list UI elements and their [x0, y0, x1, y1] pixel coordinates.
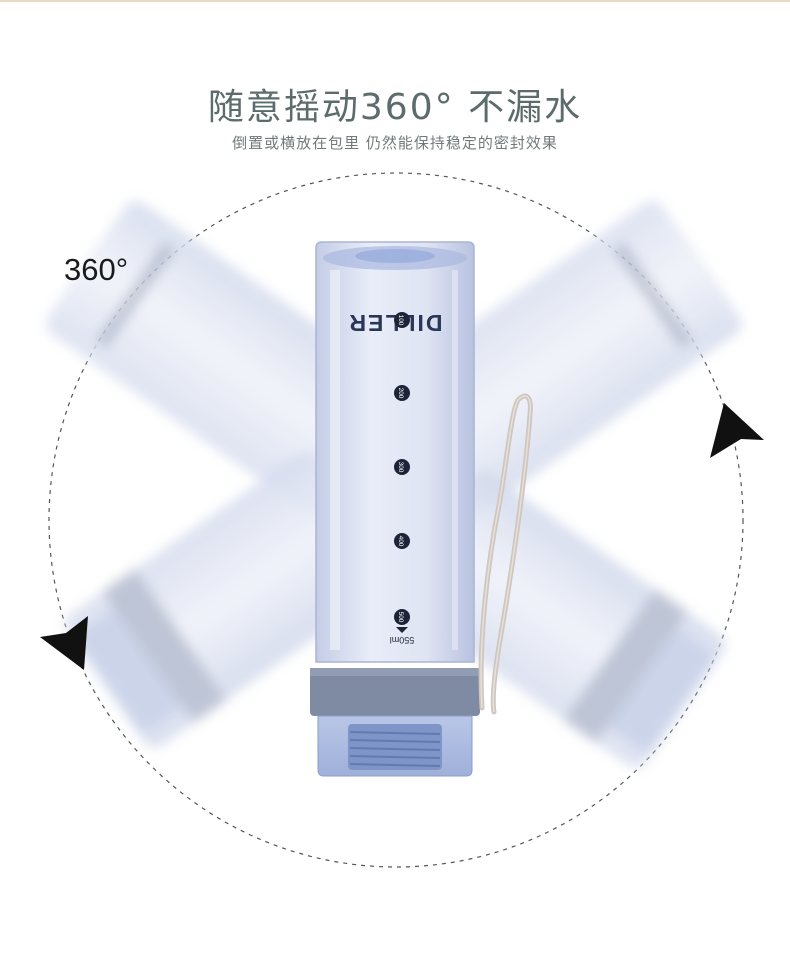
measure-mark: 200: [394, 385, 410, 401]
water-bottle: DILLER 100 200 300 400 500: [310, 241, 533, 777]
ghost-bottle-lower-right: [395, 472, 725, 768]
measure-mark-label: 200: [397, 388, 404, 399]
rotation-circle: [48, 172, 744, 868]
arrowhead-icon: [710, 403, 764, 458]
capacity-label: 550ml: [390, 635, 415, 645]
measure-mark: 100: [394, 312, 410, 328]
measure-mark-label: 500: [397, 612, 404, 623]
max-fill-pointer: [396, 627, 408, 633]
measure-mark: 400: [394, 533, 410, 549]
measure-mark: 500: [394, 609, 410, 625]
top-divider: [0, 0, 790, 2]
page-title: 随意摇动360° 不漏水: [207, 87, 583, 128]
measure-mark-label: 100: [397, 315, 404, 326]
measure-mark-label: 300: [397, 462, 404, 473]
rotation-degree-label: 360°: [64, 252, 129, 287]
arrowhead-icon: [40, 616, 88, 670]
measurement-marks: 100 200 300 400 500 550ml: [390, 312, 415, 645]
ghost-bottle-lower-left: [65, 452, 395, 748]
measure-mark: 300: [394, 459, 410, 475]
page-subtitle: 倒置或横放在包里 仍然能保持稳定的密封效果: [232, 134, 558, 152]
measure-mark-label: 400: [397, 536, 404, 547]
cap-band: [310, 668, 480, 716]
